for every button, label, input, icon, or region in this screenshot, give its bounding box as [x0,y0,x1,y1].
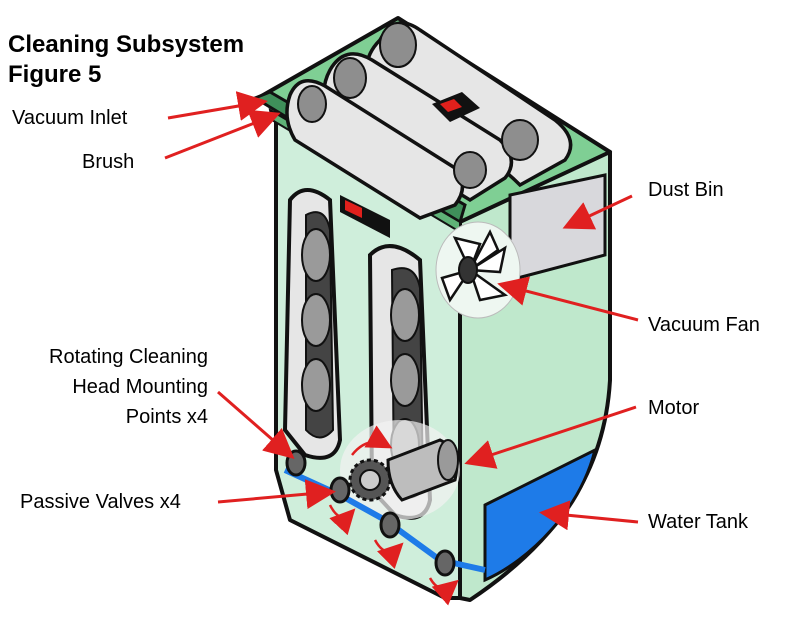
arrow-vacuum-fan [497,276,639,322]
label-water-tank: Water Tank [648,511,749,533]
arrow-motor [464,405,637,469]
label-brush: Brush [82,151,135,173]
arrow-water-tank [539,500,639,531]
valve-4 [434,549,456,577]
front-roller-left [282,188,343,460]
label-vacuum-fan: Vacuum Fan [648,314,760,336]
front-indicator [340,195,390,238]
figure-title: Cleaning Subsystem Figure 5 [8,30,244,90]
motor-assembly [340,420,460,520]
label-rotating-line-3: Points x4 [125,406,208,428]
label-rotating-heads: Rotating Cleaning Head Mounting Points x… [8,345,208,429]
title-line-1: Cleaning Subsystem [8,31,245,58]
label-motor: Motor [648,397,700,419]
valve-3 [379,511,401,539]
callout-arrows [164,91,639,531]
top-indicator [432,92,480,122]
label-passive-valves: Passive Valves x4 [20,491,181,513]
label-rotating-line-2: Head Mounting [72,376,208,398]
label-rotating-line-1: Rotating Cleaning [49,346,208,368]
label-vacuum-inlet: Vacuum Inlet [12,107,128,129]
valve-2 [329,476,351,504]
arrow-passive-valves [217,479,336,510]
arrow-brush [164,109,281,160]
arrow-dust-bin [562,194,633,230]
arrow-mounting-points [217,390,295,459]
vacuum-fan [435,221,521,319]
title-line-2: Figure 5 [8,61,102,88]
arrow-vacuum-inlet [167,91,268,121]
label-dust-bin: Dust Bin [648,179,724,201]
